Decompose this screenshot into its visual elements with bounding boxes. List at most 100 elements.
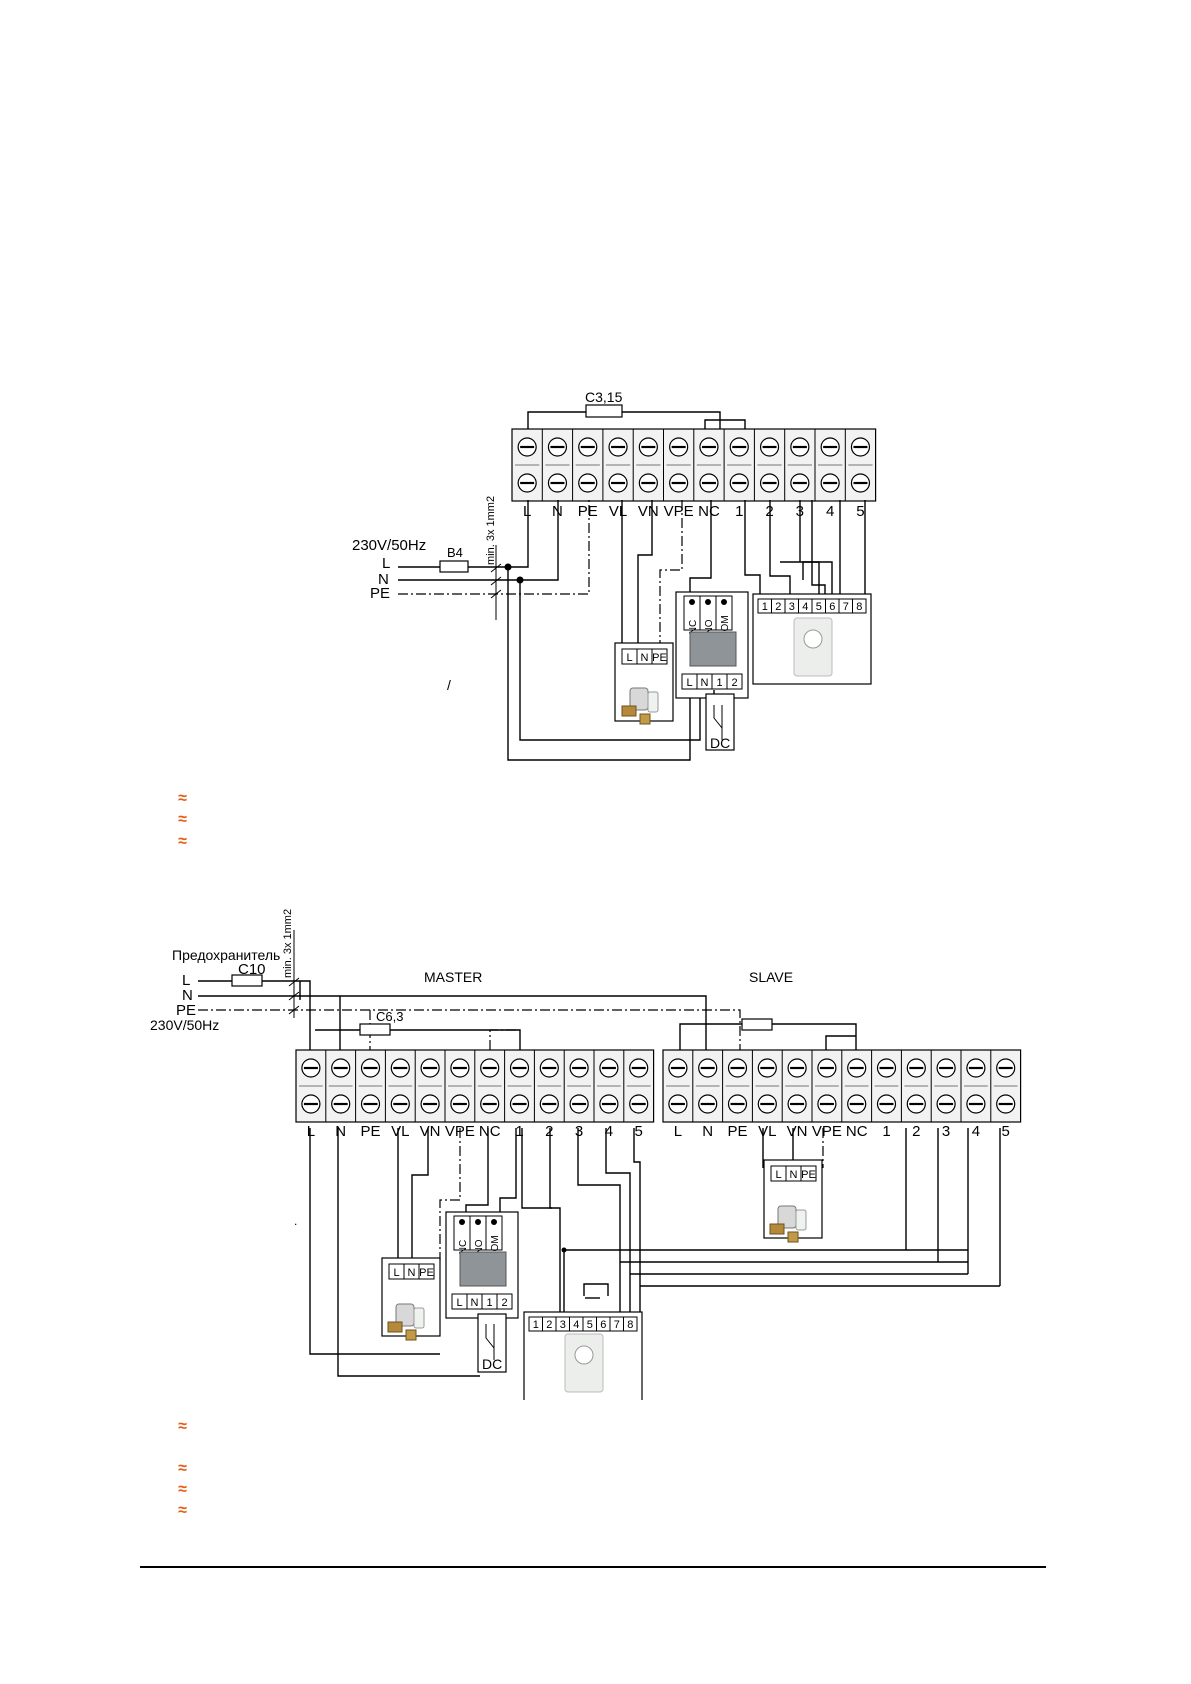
master-relay-top-2: NO [474,1239,485,1254]
tb1-screw-7 [699,473,719,493]
slave-valve-term-2: N [790,1169,798,1181]
tbm-label-6: VPE [445,1123,475,1140]
slave-valve-term-1: L [775,1169,781,1181]
tbs-screw-12 [996,1094,1016,1114]
tb1-screw-3 [578,437,598,457]
tbm-label-5: VN [420,1123,441,1140]
tbm-screw-1 [301,1094,321,1114]
line-label-l: L [382,555,390,572]
fuse-c315 [585,404,623,418]
footer-rule [140,1566,1046,1568]
thermo-term-7: 7 [843,601,849,613]
tb1-screw-8 [729,473,749,493]
master-valve-term-1: L [393,1267,399,1279]
tbs-screw-10 [936,1058,956,1078]
tbs-screw-11 [966,1058,986,1078]
valve-term-2: N [641,652,649,664]
line-label-pe: PE [370,585,390,602]
tbm-label-3: PE [360,1123,380,1140]
tb1-label-11: 4 [826,503,834,520]
tbm-screw-6 [450,1058,470,1078]
master-thermo-term-1: 1 [533,1319,539,1331]
fuse-c10 [231,974,263,987]
tbm-screw-2 [331,1058,351,1078]
master-relay-top-3: COM [490,1235,501,1258]
tb1-screw-6 [669,437,689,457]
tb1-screw-3 [578,473,598,493]
relay-top-2: NO [704,619,715,634]
tb1-screw-10 [790,437,810,457]
tbs-screw-7 [847,1094,867,1114]
fuse-c63-label: C6,3 [376,1009,403,1024]
tbs-screw-2 [698,1058,718,1078]
tbs-screw-5 [787,1094,807,1114]
master-relay-body [459,1251,507,1287]
tbm-screw-2 [331,1094,351,1114]
relay-top-1: NC [688,620,699,634]
tb1-screw-7 [699,437,719,457]
tb1-screw-9 [759,437,780,457]
tbm-screw-4 [390,1094,410,1114]
thermo-term-8: 8 [856,601,862,613]
fuse-c63 [359,1023,391,1036]
slave-valve-term-3: PE [801,1169,816,1181]
line2-label-pe: PE [176,1002,196,1019]
relay-body [689,631,737,667]
master-thermo-term-7: 7 [614,1319,620,1331]
valve-term-1: L [626,652,632,664]
master-valve-term-2: N [408,1267,416,1279]
tb1-screw-10 [790,473,810,493]
supply2-label: 230V/50Hz [150,1017,219,1033]
tb1-screw-6 [669,473,689,493]
tb1-screw-4 [608,437,628,457]
tbs-screw-8 [876,1058,897,1078]
tbm-screw-8 [509,1094,530,1114]
tbs-label-2: N [702,1123,713,1140]
thermo-term-1: 1 [762,601,768,613]
tbs-screw-9 [906,1094,926,1114]
master-label: MASTER [424,969,482,985]
tbm-screw-3 [360,1094,381,1114]
tb1-screw-12 [850,437,871,457]
tb1-label-7: NC [698,503,720,520]
master-relay-top-1: NC [458,1240,469,1254]
tbs-screw-3 [727,1094,748,1114]
fuse-b4-label: B4 [447,545,463,560]
tbm-screw-10 [569,1058,589,1078]
tbs-screw-7 [847,1058,867,1078]
tbs-screw-3 [727,1058,748,1078]
tb1-screw-5 [638,437,658,457]
fuse-c10-label: C10 [238,961,266,978]
tb1-label-12: 5 [856,503,864,520]
tbm-screw-6 [450,1094,470,1114]
master-thermo-term-3: 3 [560,1319,566,1331]
bullet-2: ≈ [178,811,187,828]
bullet-3: ≈ [178,833,187,850]
master-relay-top-terminals: NC NO COM [453,1215,503,1259]
tbs-screw-5 [787,1058,807,1078]
tbs-label-1: L [674,1123,682,1140]
tbs-screw-11 [966,1094,986,1114]
line-label-n: N [378,571,389,588]
relay-bottom-3: 1 [716,677,722,689]
tbs-label-9: 2 [912,1123,920,1140]
supply-label: 230V/50Hz [352,537,426,554]
tbm-screw-5 [420,1058,440,1078]
tb1-label-6: VPE [664,503,694,520]
tbs-screw-2 [698,1094,718,1114]
tbm-label-10: 3 [575,1123,583,1140]
thermo-term-3: 3 [789,601,795,613]
tbm-screw-3 [360,1058,381,1078]
tb1-screw-12 [850,473,871,493]
bullet-7: ≈ [178,1502,187,1519]
thermo-term-6: 6 [829,601,835,613]
tbm-label-7: NC [479,1123,501,1140]
tbm-screw-11 [599,1058,619,1078]
